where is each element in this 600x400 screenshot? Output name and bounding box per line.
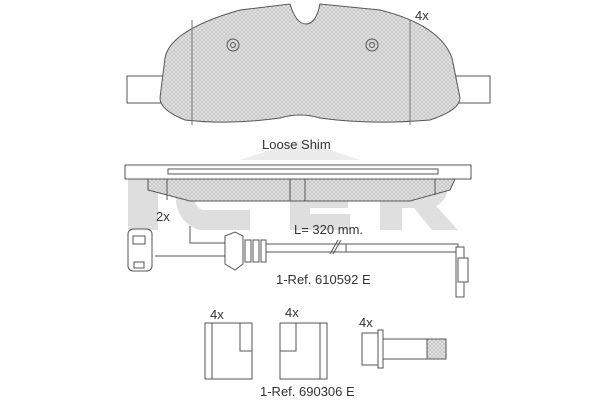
brake-pad-top-view — [126, 3, 491, 125]
pad-quantity: 4x — [415, 8, 429, 23]
clip-a-quantity: 4x — [210, 307, 224, 322]
clip-b-quantity: 4x — [285, 305, 299, 320]
sensor-quantity: 2x — [156, 209, 170, 224]
abutment-clips — [204, 322, 328, 380]
sensor-length: L= 320 mm. — [294, 222, 364, 237]
sensor-reference: 1-Ref. 610592 E — [276, 272, 371, 287]
bolt-quantity: 4x — [359, 315, 373, 330]
wear-sensor-drawing — [127, 226, 469, 298]
accessories-reference: 1-Ref. 690306 E — [260, 384, 355, 399]
shim-label: Loose Shim — [262, 137, 331, 152]
brake-pad-side-view — [124, 164, 472, 202]
guide-bolt — [361, 329, 447, 369]
